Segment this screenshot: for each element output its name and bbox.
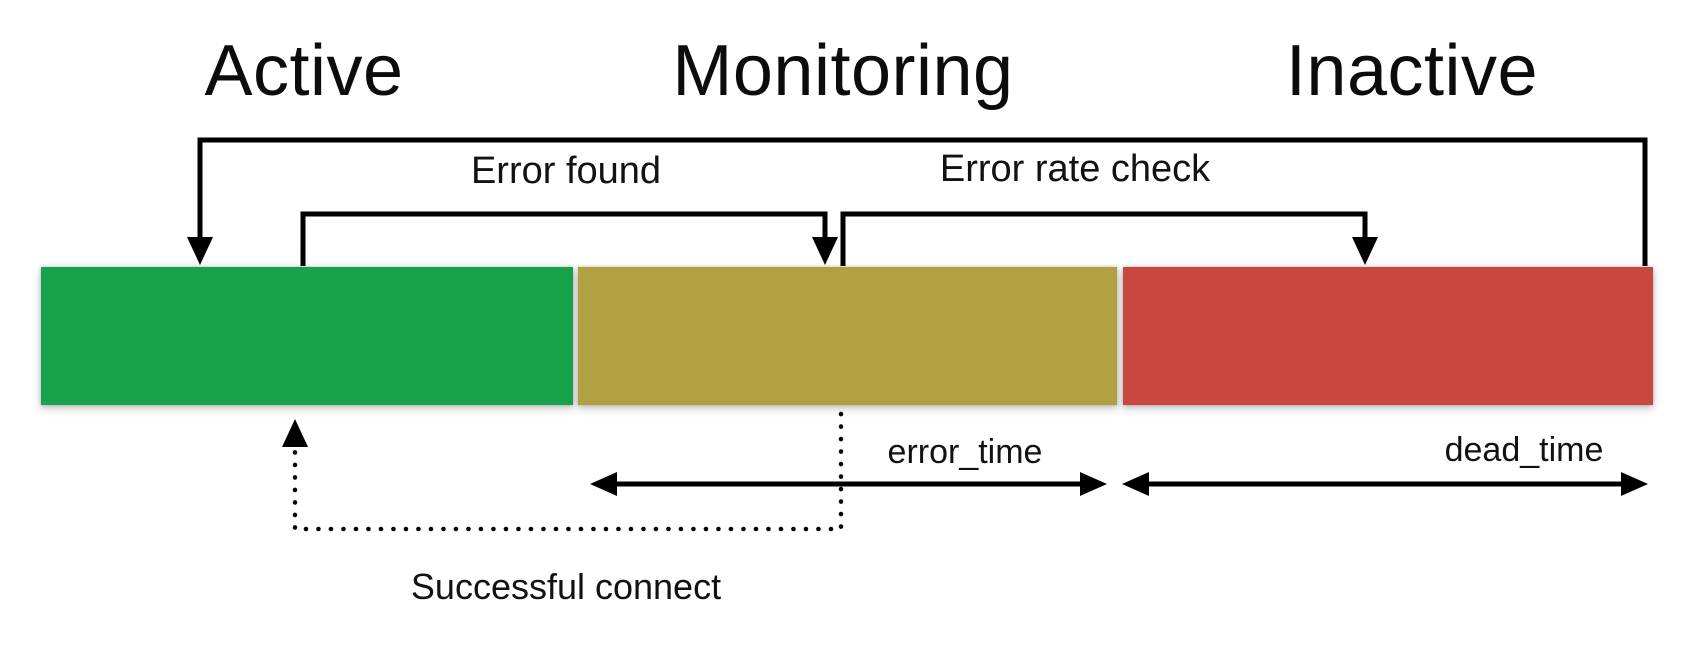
state-bar-monitoring — [578, 267, 1117, 405]
arrow-dead-time-span — [1122, 472, 1648, 496]
successful-connect-label: Successful connect — [410, 566, 722, 607]
arrow-error-found — [300, 211, 838, 266]
state-label-active: Active — [204, 31, 404, 111]
arrow-inactive-to-active — [187, 137, 1648, 266]
state-bar-active — [41, 267, 573, 405]
arrow-error-time-span — [590, 472, 1107, 496]
error-time-label: error_time — [887, 433, 1043, 471]
state-label-inactive: Inactive — [1285, 31, 1539, 111]
arrow-successful-connect — [282, 411, 844, 532]
arrow-error-rate-check — [840, 211, 1378, 266]
state-bar-inactive — [1123, 267, 1653, 405]
dead-time-label: dead_time — [1444, 431, 1604, 469]
error-rate-check-label: Error rate check — [939, 148, 1211, 190]
state-label-monitoring: Monitoring — [672, 31, 1014, 111]
error-found-label: Error found — [470, 150, 662, 192]
